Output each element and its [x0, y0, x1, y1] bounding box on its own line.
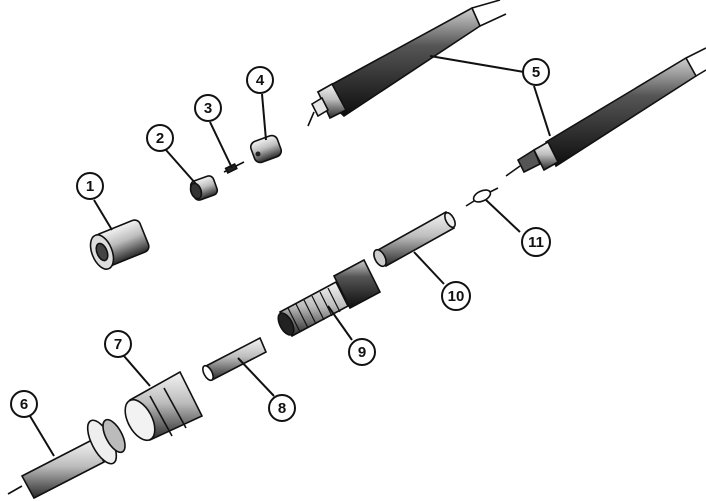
part-5-right-cable: [505, 47, 706, 177]
callout-3: 3: [194, 94, 222, 122]
callout-5-label: 5: [532, 64, 540, 81]
part-10-tube: [373, 210, 456, 268]
callout-2: 2: [146, 124, 174, 152]
callout-1: 1: [76, 172, 104, 200]
callout-4-label: 4: [256, 72, 265, 89]
part-11-clip: [465, 187, 499, 207]
part-5-upper-cable: [307, 0, 507, 127]
part-9-threaded-body: [277, 258, 382, 338]
callout-2-label: 2: [156, 130, 164, 147]
callout-6: 6: [10, 390, 38, 418]
callout-10: 10: [441, 281, 471, 311]
callout-8: 8: [268, 394, 296, 422]
part-4-cap: [249, 134, 283, 164]
callout-7: 7: [104, 330, 132, 358]
leader-lines: [29, 55, 551, 457]
callout-6-label: 6: [20, 396, 28, 413]
callout-8-label: 8: [278, 400, 286, 417]
callout-11-label: 11: [528, 234, 544, 251]
callout-3-label: 3: [204, 100, 212, 117]
callout-9: 9: [348, 338, 376, 366]
part-6-plug-body: [7, 418, 126, 500]
callout-5: 5: [522, 58, 550, 86]
callout-11: 11: [521, 227, 551, 257]
callout-10-label: 10: [448, 288, 465, 305]
part-7-shell: [124, 370, 204, 442]
part-2-sleeve: [189, 175, 219, 201]
part-8-ferrule: [202, 336, 268, 382]
callout-1-label: 1: [86, 178, 94, 195]
callout-9-label: 9: [358, 344, 366, 361]
callout-4: 4: [246, 66, 274, 94]
callout-7-label: 7: [114, 336, 122, 353]
part-3-pin: [223, 161, 245, 174]
part-1-connector: [89, 219, 150, 270]
